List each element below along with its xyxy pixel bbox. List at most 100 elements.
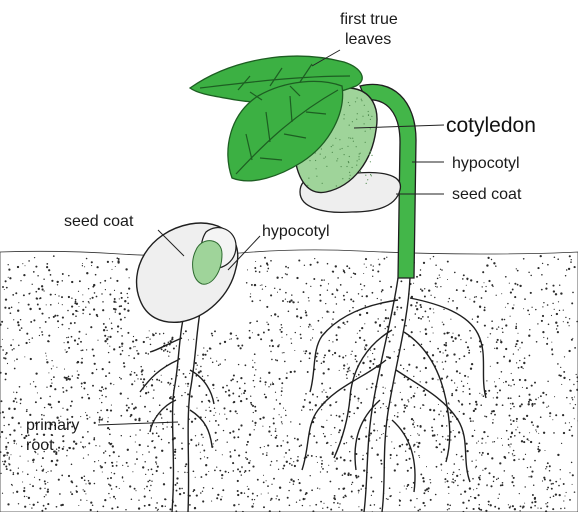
soil-dot bbox=[531, 421, 533, 423]
soil-dot bbox=[191, 421, 193, 423]
soil-dot bbox=[5, 298, 7, 300]
soil-dot bbox=[304, 399, 306, 401]
soil-dot bbox=[221, 477, 222, 478]
soil-dot bbox=[189, 495, 191, 497]
cotyledon-dot bbox=[343, 118, 344, 119]
cotyledon-dot bbox=[344, 154, 345, 155]
soil-dot bbox=[129, 485, 131, 487]
soil-dot bbox=[466, 285, 467, 286]
soil-dot bbox=[447, 439, 449, 441]
soil-dot bbox=[200, 366, 201, 367]
soil-dot bbox=[437, 434, 438, 435]
soil-dot bbox=[463, 413, 465, 415]
soil-dot bbox=[549, 412, 551, 414]
soil-dot bbox=[429, 341, 430, 342]
soil-dot bbox=[93, 470, 95, 472]
soil-dot bbox=[551, 315, 552, 316]
soil-dot bbox=[441, 451, 443, 453]
soil-dot bbox=[519, 285, 521, 287]
soil-dot bbox=[381, 289, 383, 291]
soil-dot bbox=[109, 346, 110, 347]
soil-dot bbox=[316, 456, 317, 457]
soil-dot bbox=[499, 389, 501, 391]
soil-dot bbox=[44, 480, 46, 482]
soil-dot bbox=[39, 308, 41, 310]
soil-dot bbox=[451, 481, 452, 482]
soil-dot bbox=[532, 494, 534, 496]
soil-dot bbox=[161, 450, 163, 452]
soil-dot bbox=[219, 413, 220, 414]
cotyledon-dot bbox=[357, 97, 358, 98]
soil-dot bbox=[58, 450, 59, 451]
soil-dot bbox=[373, 348, 375, 350]
soil-dot bbox=[45, 494, 46, 495]
soil-dot bbox=[137, 353, 139, 355]
soil-dot bbox=[128, 355, 129, 356]
soil-dot bbox=[33, 461, 34, 462]
soil-dot bbox=[547, 502, 548, 503]
soil-dot bbox=[512, 475, 514, 477]
soil-dot bbox=[495, 385, 497, 387]
soil-dot bbox=[57, 320, 59, 322]
soil-dot bbox=[146, 486, 148, 488]
soil-dot bbox=[487, 436, 489, 438]
soil-dot bbox=[136, 374, 138, 376]
soil-dot bbox=[530, 275, 532, 277]
soil-dot bbox=[576, 374, 577, 375]
soil-dot bbox=[354, 396, 356, 398]
soil-dot bbox=[460, 339, 461, 340]
soil-dot bbox=[111, 507, 113, 509]
cotyledon-dot bbox=[361, 99, 362, 100]
soil-dot bbox=[420, 331, 421, 332]
soil-dot bbox=[452, 474, 453, 475]
soil-dot bbox=[551, 349, 553, 351]
soil-dot bbox=[418, 434, 419, 435]
soil-dot bbox=[276, 445, 278, 447]
soil-dot bbox=[127, 302, 129, 304]
soil-dot bbox=[337, 326, 339, 328]
soil-dot bbox=[439, 274, 440, 275]
soil-dot bbox=[343, 413, 345, 415]
soil-dot bbox=[523, 308, 524, 309]
soil-dot bbox=[365, 436, 367, 438]
soil-dot bbox=[102, 471, 103, 472]
soil-dot bbox=[435, 264, 436, 265]
soil-dot bbox=[574, 266, 576, 268]
soil-dot bbox=[233, 374, 235, 376]
soil-dot bbox=[237, 381, 239, 383]
soil-dot bbox=[491, 327, 493, 329]
soil-dot bbox=[305, 393, 307, 395]
soil-dot bbox=[448, 486, 450, 488]
soil-dot bbox=[156, 502, 158, 504]
soil-dot bbox=[508, 384, 510, 386]
soil-dot bbox=[294, 465, 296, 467]
soil-dot bbox=[572, 484, 573, 485]
soil-dot bbox=[548, 405, 549, 406]
soil-dot bbox=[17, 472, 19, 474]
cotyledon-dot bbox=[339, 139, 340, 140]
soil-dot bbox=[452, 478, 454, 480]
soil-dot bbox=[541, 320, 543, 322]
soil-dot bbox=[497, 339, 499, 341]
soil-dot bbox=[250, 402, 252, 404]
soil-dot bbox=[222, 454, 223, 455]
soil-dot bbox=[16, 443, 17, 444]
soil-dot bbox=[95, 274, 97, 276]
soil-dot bbox=[435, 286, 436, 287]
soil-dot bbox=[238, 428, 240, 430]
soil-dot bbox=[263, 481, 265, 483]
soil-dot bbox=[11, 417, 13, 419]
soil-dot bbox=[120, 392, 122, 394]
soil-dot bbox=[409, 458, 411, 460]
soil-dot bbox=[271, 461, 273, 463]
soil-dot bbox=[232, 393, 234, 395]
soil-dot bbox=[8, 264, 9, 265]
soil-dot bbox=[100, 410, 101, 411]
soil-dot bbox=[207, 457, 209, 459]
soil-dot bbox=[542, 480, 543, 481]
soil-dot bbox=[41, 285, 43, 287]
soil-dot bbox=[366, 388, 367, 389]
soil-dot bbox=[397, 412, 398, 413]
soil-dot bbox=[446, 375, 448, 377]
soil-dot bbox=[205, 474, 207, 476]
